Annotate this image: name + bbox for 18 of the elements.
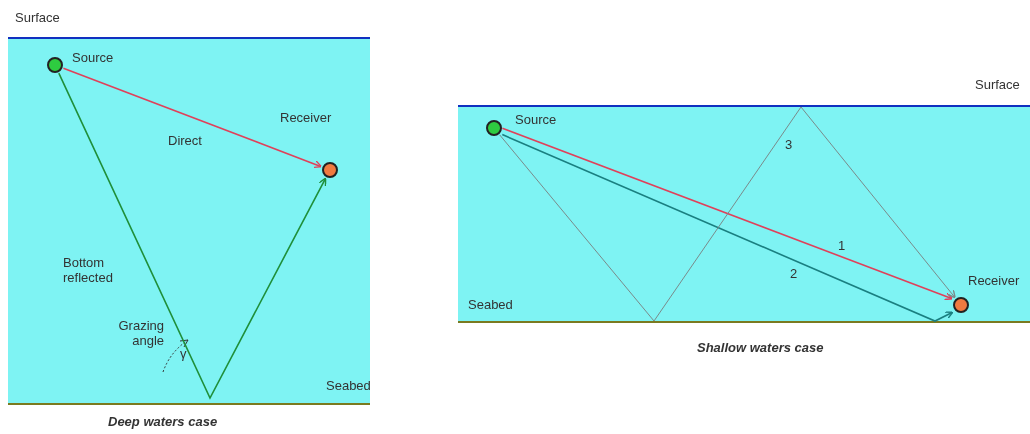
node-caption: Source [72,50,114,65]
caption: Deep waters case [108,414,218,429]
ray-arrow [58,72,327,400]
region-label: Surface [975,77,1020,92]
region-label: Seabed [468,297,513,312]
caption: Shallow waters case [697,340,824,355]
edge-label: 2 [790,266,798,281]
region-label: Grazing angle [117,318,164,348]
region-label: Seabed [326,378,371,393]
node-caption: Receiver [280,110,332,125]
node-caption: Source [515,112,557,127]
region-label: Surface [15,10,60,25]
ray-arrow [62,67,323,169]
angle-symbol: γ [180,346,187,361]
node-caption: Receiver [968,273,1020,288]
edge-label: 3 [785,137,793,152]
edge-label: 1 [838,238,846,253]
edge-label: Direct [168,133,202,148]
